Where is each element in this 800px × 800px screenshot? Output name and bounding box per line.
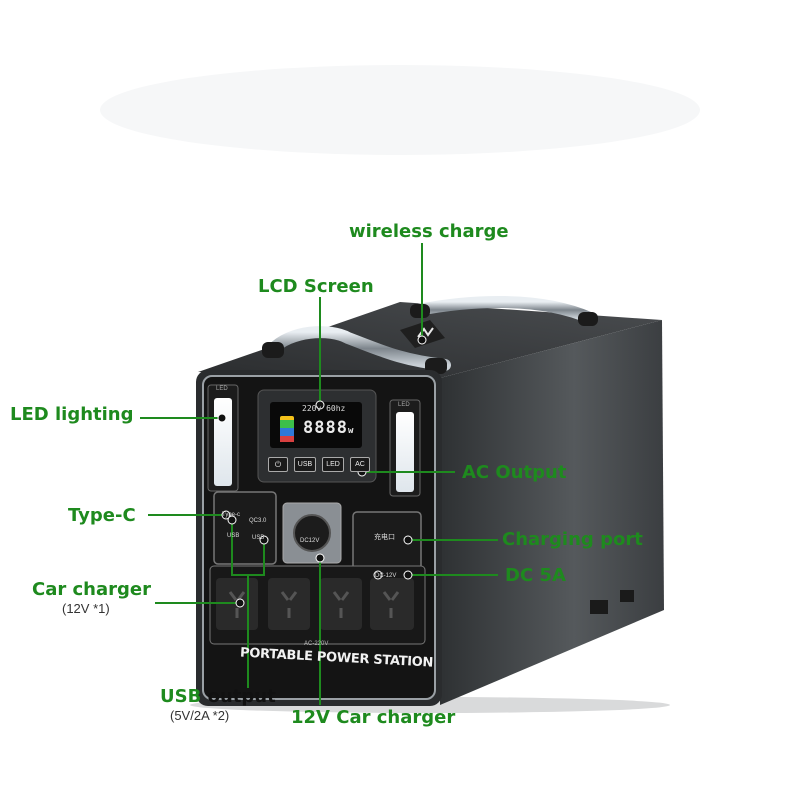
side-foot-2 — [620, 590, 634, 602]
label-lcd-screen: LCD Screen — [258, 276, 374, 297]
ac-tag-label: AC-220V — [304, 641, 329, 647]
label-car-charger: Car charger — [32, 579, 151, 600]
lcd-battery-blue — [280, 428, 294, 436]
lcd-digit-value: 8888 — [303, 418, 348, 438]
usb-button[interactable]: USB — [294, 457, 316, 472]
port-qc-label: QC3.0 — [249, 518, 267, 524]
label-dc-5a: DC 5A — [505, 565, 566, 586]
led-button[interactable]: LED — [322, 457, 344, 472]
handle-front — [266, 326, 451, 371]
ac-outlet-3 — [320, 578, 362, 630]
side-foot — [590, 600, 608, 614]
lcd-battery-red — [280, 436, 294, 442]
lcd-battery-green — [280, 420, 294, 428]
port-usb1-label: USB — [227, 533, 240, 539]
ac-button[interactable]: AC — [350, 457, 370, 472]
leader-dots — [217, 335, 427, 608]
device-side — [440, 320, 664, 705]
device-button-row: ⏻ USB LED AC — [268, 457, 370, 472]
handle-back — [412, 296, 596, 324]
label-led-lighting: LED lighting — [10, 404, 134, 425]
led-tag-right: LED — [398, 402, 410, 408]
dc-port-label: DC-12V — [375, 573, 397, 579]
usb-port-block — [213, 491, 277, 565]
handle-mount-2 — [425, 358, 447, 374]
label-ac-output: AC Output — [462, 462, 567, 483]
handle-mount-3 — [410, 304, 430, 318]
led-tag-left: LED — [216, 386, 228, 392]
handle-mount-4 — [578, 312, 598, 326]
lcd-top-readout: 220v 60hz — [302, 404, 346, 413]
ac-outlet-4 — [370, 578, 414, 630]
car-charger-socket — [293, 514, 331, 552]
lcd-digits: 8888w — [303, 418, 354, 438]
port-typec-label: Type-c — [222, 512, 241, 518]
background-haze — [100, 65, 700, 155]
car-port-label: DC12V — [300, 538, 320, 544]
label-type-c: Type-C — [68, 505, 136, 526]
leader-lines — [140, 243, 498, 705]
port-usb2-label: USB — [252, 535, 265, 541]
power-button[interactable]: ⏻ — [268, 457, 288, 472]
label-usb-output: USB output — [160, 686, 276, 707]
charge-port-label: 充电口 — [374, 533, 395, 541]
label-charging-port: Charging port — [502, 529, 643, 550]
handle-mount-1 — [262, 342, 284, 358]
label-car-charger-spec: (12V *1) — [62, 601, 110, 616]
led-light-left — [214, 398, 232, 486]
label-usb-output-spec: (5V/2A *2) — [170, 708, 230, 723]
label-wireless-charge: wireless charge — [349, 221, 509, 242]
ac-outlet-2 — [268, 578, 310, 630]
label-12v-car-charger: 12V Car charger — [291, 707, 456, 728]
label-usb-output-usb: USB — [160, 686, 202, 707]
label-usb-output-word: output — [207, 686, 276, 707]
lcd-unit: w — [347, 426, 355, 436]
led-light-right — [396, 412, 414, 492]
